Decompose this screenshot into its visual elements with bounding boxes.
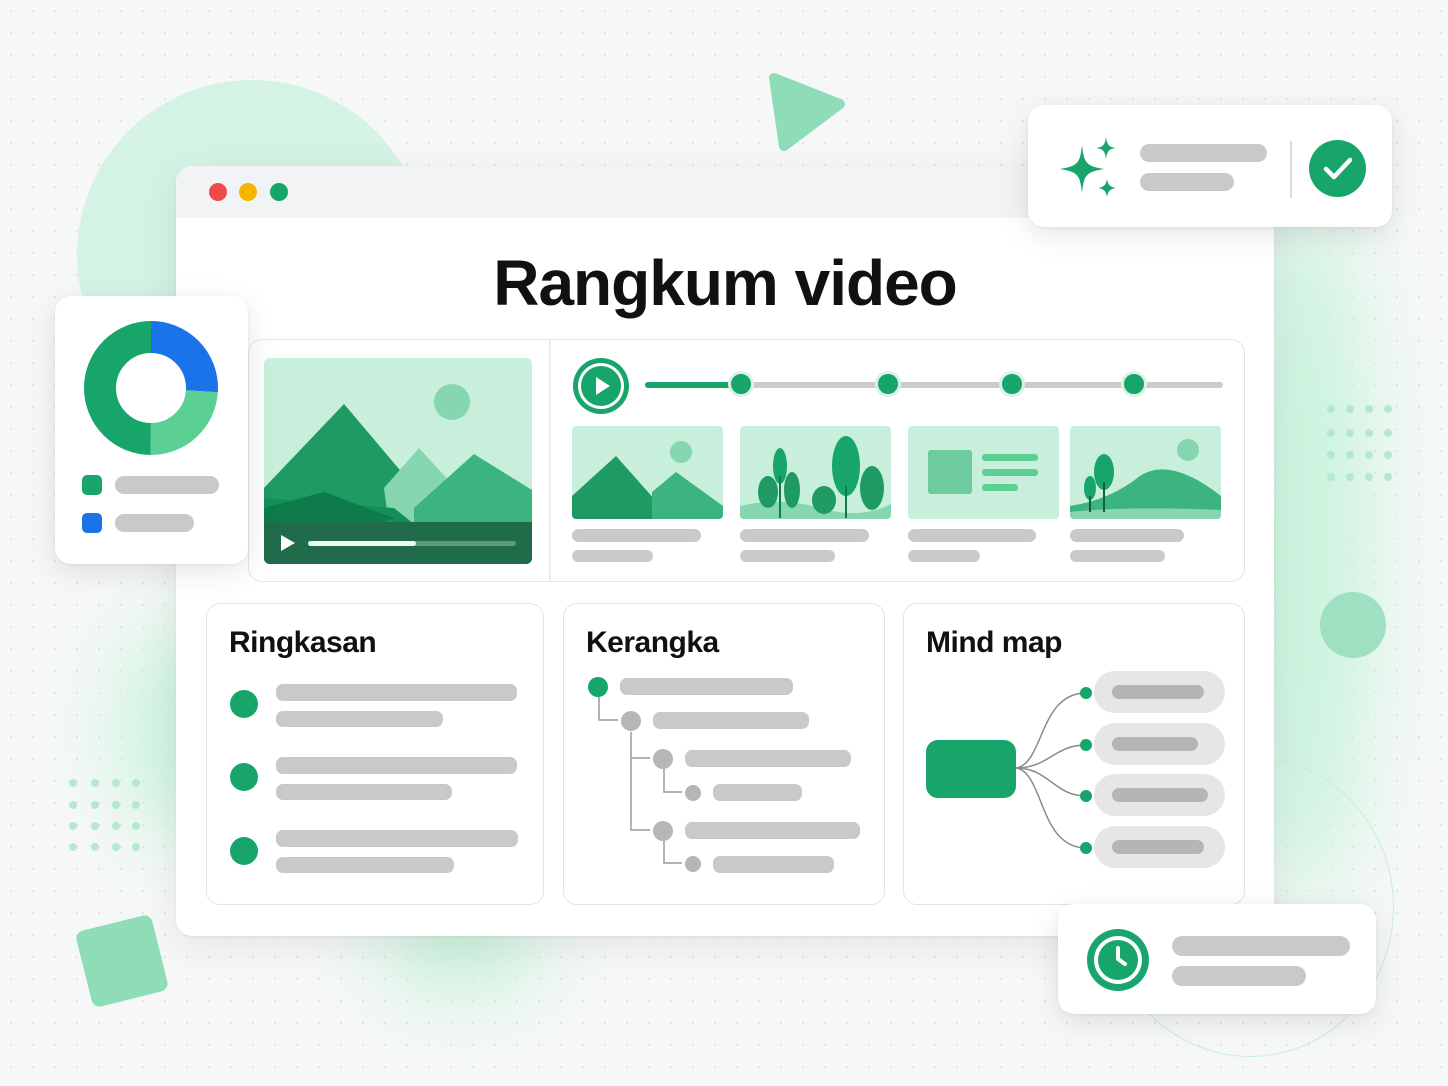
- status-line: [1140, 144, 1267, 162]
- page-title: Rangkum video: [493, 247, 958, 319]
- video-scrubber-fill: [308, 541, 417, 546]
- summary-line: [276, 857, 454, 873]
- outline-line: [685, 750, 851, 767]
- legend-label: [115, 476, 219, 494]
- mindmap-branch-node[interactable]: [1094, 671, 1225, 713]
- thumbnail-mountains[interactable]: [572, 426, 723, 519]
- summary-line: [276, 684, 517, 701]
- mindmap-connector-dot: [1080, 739, 1092, 751]
- summary-title: Ringkasan: [229, 626, 377, 659]
- thumbnail-caption: [572, 529, 701, 542]
- video-control-bar: [264, 522, 532, 564]
- outline-node: [653, 749, 673, 769]
- play-icon[interactable]: [280, 534, 296, 552]
- mindmap-root-node[interactable]: [926, 740, 1016, 798]
- mindmap-branch-node[interactable]: [1094, 723, 1225, 765]
- mindmap-title: Mind map: [926, 626, 1063, 659]
- thumbnail-document[interactable]: [908, 426, 1059, 519]
- close-window-button[interactable]: [209, 183, 227, 201]
- tree-image-icon: [1070, 439, 1221, 519]
- donut-chart: [84, 321, 218, 455]
- summary-line: [276, 757, 517, 774]
- card-divider: [1290, 141, 1292, 198]
- chapter-marker[interactable]: [999, 371, 1025, 397]
- mindmap-branch-node[interactable]: [1094, 774, 1225, 816]
- mindmap-connector-dot: [1080, 790, 1092, 802]
- mindmap-branch-node[interactable]: [1094, 826, 1225, 868]
- triangle-shape: [769, 73, 845, 151]
- outline-line: [620, 678, 793, 695]
- check-circle-icon: [1309, 140, 1366, 197]
- outline-node: [653, 821, 673, 841]
- thumbnail-caption: [740, 550, 835, 562]
- clock-icon: [1087, 929, 1149, 991]
- mindmap-card[interactable]: Mind map: [903, 603, 1245, 905]
- summary-card[interactable]: Ringkasan: [206, 603, 544, 905]
- thumbnail-caption: [1070, 550, 1165, 562]
- time-line: [1172, 966, 1306, 986]
- outline-node: [588, 677, 608, 697]
- plant-image-icon: [740, 436, 891, 519]
- outline-card[interactable]: Kerangka: [563, 603, 885, 905]
- bullet-dot: [230, 837, 258, 865]
- status-line: [1140, 173, 1234, 191]
- sparkle-icon: [1060, 137, 1116, 197]
- thumbnail-trees[interactable]: [1070, 426, 1221, 519]
- bullet-dot: [230, 690, 258, 718]
- time-card[interactable]: [1058, 904, 1376, 1014]
- chapter-marker[interactable]: [1121, 371, 1147, 397]
- outline-line: [713, 784, 802, 801]
- mindmap-connector-dot: [1080, 687, 1092, 699]
- chapter-marker[interactable]: [875, 371, 901, 397]
- outline-tree-lines: [598, 697, 682, 864]
- bullet-dot: [230, 763, 258, 791]
- thumbnail-caption: [908, 529, 1036, 542]
- mindmap-connectors: [1015, 692, 1087, 849]
- legend-swatch-green: [82, 475, 102, 495]
- app-window: Rangkum video: [176, 166, 1274, 936]
- dot-grid-left: [69, 779, 140, 851]
- thumbnail-caption: [908, 550, 980, 562]
- donut-segment: [84, 321, 218, 455]
- video-preview[interactable]: [264, 358, 532, 564]
- thumbnail-caption: [740, 529, 869, 542]
- legend-label: [115, 514, 194, 532]
- mindmap-connector-dot: [1080, 842, 1092, 854]
- mountain-image-icon: [572, 441, 723, 519]
- thumbnail-caption: [1070, 529, 1184, 542]
- video-scrubber-track[interactable]: [308, 541, 516, 546]
- dot-grid-right: [1327, 405, 1392, 481]
- outline-title: Kerangka: [586, 626, 719, 659]
- ai-status-card[interactable]: [1028, 105, 1392, 227]
- outline-node: [621, 711, 641, 731]
- panel-divider: [549, 340, 551, 581]
- time-line: [1172, 936, 1350, 956]
- play-button[interactable]: [573, 358, 629, 414]
- thumbnail-caption: [572, 550, 653, 562]
- timeline-track[interactable]: [645, 382, 1223, 388]
- outline-node: [685, 856, 701, 872]
- play-icon: [596, 377, 610, 395]
- summary-line: [276, 784, 452, 800]
- circle-shape: [1320, 592, 1386, 658]
- chapter-marker[interactable]: [728, 371, 754, 397]
- donut-segment: [84, 321, 218, 455]
- outline-line: [713, 856, 834, 873]
- thumbnail-plants[interactable]: [740, 426, 891, 519]
- video-panel: [248, 339, 1245, 582]
- chart-widget[interactable]: [55, 296, 248, 564]
- timeline-progress: [645, 382, 738, 388]
- summary-line: [276, 830, 518, 847]
- maximize-window-button[interactable]: [270, 183, 288, 201]
- minimize-window-button[interactable]: [239, 183, 257, 201]
- legend-swatch-blue: [82, 513, 102, 533]
- outline-node: [685, 785, 701, 801]
- outline-line: [653, 712, 809, 729]
- document-image-icon: [928, 450, 1038, 494]
- summary-line: [276, 711, 443, 727]
- outline-line: [685, 822, 860, 839]
